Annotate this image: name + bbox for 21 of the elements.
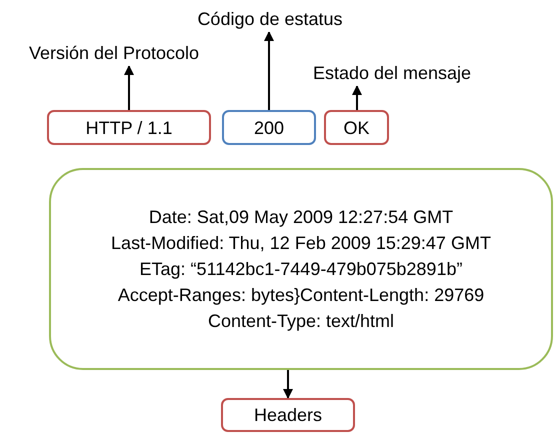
field-label: 200 <box>254 116 284 138</box>
header-line: Accept-Ranges: bytes}Content-Length: 29769 <box>118 284 484 307</box>
arrow <box>352 85 362 110</box>
field-box <box>221 398 355 432</box>
annotation-label: Versión del Protocolo <box>28 42 200 64</box>
header-panel <box>49 168 553 370</box>
field-box <box>324 110 389 145</box>
field-box <box>47 110 211 145</box>
arrow <box>264 31 274 110</box>
field-label: OK <box>343 116 370 138</box>
field-label: HTTP / 1.1 <box>86 116 172 138</box>
field-box <box>222 110 316 145</box>
annotation-label: Código de estatus <box>197 8 343 30</box>
header-line: ETag: “51142bc1-7449-479b075b2891b” <box>140 258 462 281</box>
arrow <box>283 370 293 399</box>
header-line: Date: Sat,09 May 2009 12:27:54 GMT <box>148 206 454 229</box>
header-line: Last-Modified: Thu, 12 Feb 2009 15:29:47 GMT <box>111 232 491 255</box>
field-label: Headers <box>254 404 322 426</box>
annotation-label: Estado del mensaje <box>312 62 472 84</box>
arrow <box>124 65 134 110</box>
header-line: Content-Type: text/html <box>208 310 394 333</box>
